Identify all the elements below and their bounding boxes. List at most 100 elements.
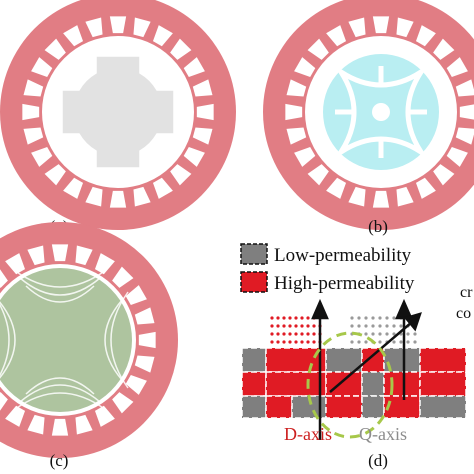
- stator-c-slot: [5, 405, 26, 427]
- stator-b-slot: [307, 38, 329, 60]
- panel-a: (a): [0, 0, 236, 236]
- rotor-c: [0, 268, 132, 412]
- stator-c-slot: [75, 414, 93, 435]
- stator-a-slot: [152, 177, 173, 199]
- panel-c: (c): [0, 222, 178, 470]
- stator-a-slot: [133, 17, 151, 38]
- stator-a-slot: [183, 146, 205, 167]
- stator-c-slot: [0, 269, 8, 288]
- flux-dot-low: [350, 340, 354, 344]
- stator-c-slot: [112, 266, 134, 288]
- flux-dot-low: [392, 324, 396, 328]
- flux-dot-low: [378, 316, 382, 320]
- flux-dot-high: [294, 324, 298, 328]
- flux-dot-high: [276, 340, 280, 344]
- stator-a-slot: [152, 25, 173, 47]
- stator-b-slot: [372, 16, 390, 34]
- stator-a: [0, 0, 236, 230]
- stator-a-slot: [44, 38, 66, 60]
- block-low: [361, 395, 385, 419]
- stator-b-slot: [415, 177, 436, 199]
- flux-barrier-arcs-c: [0, 269, 129, 411]
- flux-dot-low: [392, 332, 396, 336]
- stator-b-slot: [286, 127, 307, 145]
- flux-dot-high: [300, 340, 304, 344]
- flux-dot-low: [364, 316, 368, 320]
- stator-b-slot: [446, 146, 468, 167]
- stator-b-slot: [285, 103, 303, 121]
- stator-b-slot: [433, 164, 455, 186]
- stator-a-slot: [44, 164, 66, 186]
- flux-dot-high: [294, 340, 298, 344]
- flux-dot-low: [364, 324, 368, 328]
- stator-c-slot: [134, 355, 155, 373]
- stator-a-slot: [85, 186, 103, 207]
- block-high: [419, 347, 467, 373]
- flux-dot-low: [350, 316, 354, 320]
- flux-dot-low: [364, 340, 368, 344]
- flux-dot-high: [306, 332, 310, 336]
- flux-dot-high: [276, 324, 280, 328]
- stator-a-slot: [183, 57, 205, 78]
- stator-c-slot: [51, 418, 69, 436]
- flux-dot-high: [294, 332, 298, 336]
- flux-dot-high: [300, 332, 304, 336]
- block-low: [325, 347, 363, 373]
- stator-c-slot: [27, 414, 45, 435]
- block-high: [241, 371, 267, 397]
- flux-dots: [270, 316, 417, 344]
- flux-dot-high: [282, 340, 286, 344]
- stator-a-slot: [109, 16, 127, 34]
- d-axis-arrowhead: [311, 298, 329, 320]
- flux-dot-high: [312, 324, 316, 328]
- stator-b-slot: [459, 104, 474, 120]
- panel-label-c: (c): [50, 451, 69, 470]
- flux-dot-low: [413, 332, 417, 336]
- flux-dot-low: [392, 340, 396, 344]
- stator-b-slot: [396, 186, 414, 207]
- stator-b-slot: [455, 79, 474, 97]
- flux-dot-high: [312, 340, 316, 344]
- legend-label-high: High-permeability: [274, 273, 415, 294]
- highlight-circle: [306, 331, 394, 439]
- flux-dot-low: [385, 324, 389, 328]
- stator-a-slot: [170, 164, 192, 186]
- stator-c-slot: [75, 245, 93, 266]
- stator-a-slot: [85, 17, 103, 38]
- stator-c-slot: [125, 285, 147, 306]
- flux-dot-low: [399, 324, 403, 328]
- flux-dot-high: [306, 324, 310, 328]
- d-axis-label: D-axis: [284, 424, 332, 444]
- flux-dot-low: [371, 316, 375, 320]
- stator-b-slot: [348, 17, 366, 38]
- block-high: [265, 395, 293, 419]
- flux-dot-high: [282, 316, 286, 320]
- stator-c-slot: [134, 307, 155, 325]
- stator-b-slot: [415, 25, 436, 47]
- flux-dot-high: [276, 332, 280, 336]
- flux-dot-high: [270, 332, 274, 336]
- stator-c-slot: [94, 253, 115, 275]
- stator-a-slot: [63, 177, 84, 199]
- flux-dot-low: [392, 316, 396, 320]
- flux-dot-high: [282, 332, 286, 336]
- flux-dot-low: [399, 340, 403, 344]
- stator-a-slot: [23, 79, 44, 97]
- stator-c-slot: [112, 392, 134, 414]
- flux-dot-high: [300, 316, 304, 320]
- flux-dot-low: [371, 332, 375, 336]
- legend-swatch-low: [240, 243, 268, 265]
- stator-c-slot: [94, 405, 115, 427]
- stator-b-slot: [326, 25, 347, 47]
- legend: Low-permeability High-permeability: [240, 243, 415, 294]
- flux-dot-high: [288, 324, 292, 328]
- stator-c-slot: [27, 245, 45, 266]
- flux-dot-high: [306, 316, 310, 320]
- stator-a-slot: [63, 25, 84, 47]
- stator-b-slot: [294, 146, 316, 167]
- flux-dot-high: [270, 324, 274, 328]
- legend-label-low: Low-permeability: [274, 245, 412, 266]
- cross-axis-arrow: [329, 321, 413, 393]
- stator-b-slot: [294, 57, 316, 78]
- block-high: [325, 371, 363, 397]
